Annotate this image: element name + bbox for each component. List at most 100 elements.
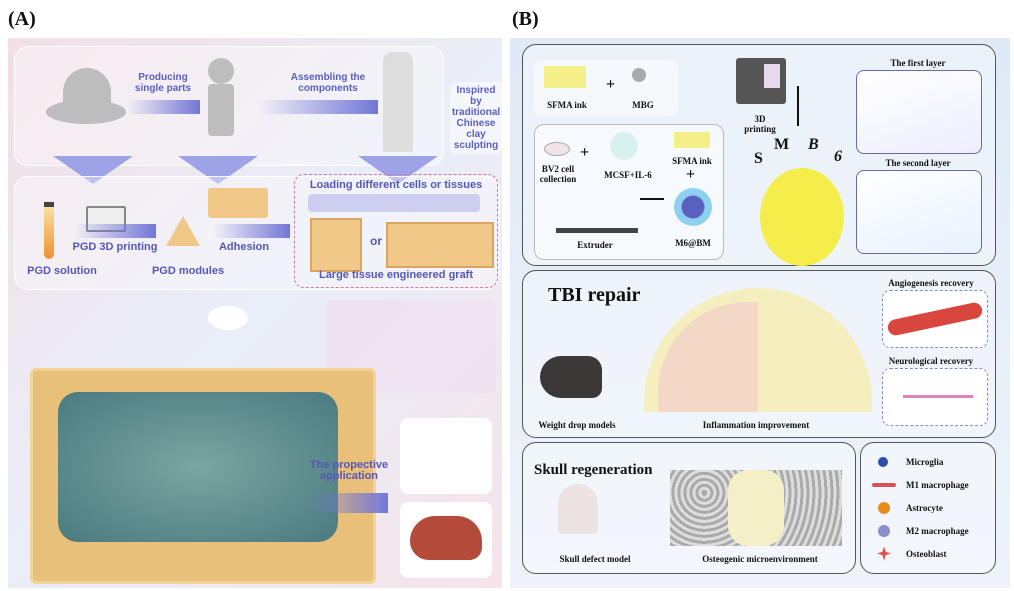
astrocyte-icon <box>878 501 890 514</box>
adhesion-text: Adhesion <box>218 241 270 253</box>
blood-vessel-icon <box>886 301 984 337</box>
producing-text: Producing single parts <box>134 72 192 94</box>
legend-item-osteoblast: Osteoblast <box>872 542 992 565</box>
rat-icon <box>208 306 248 330</box>
legend-label: Microglia <box>906 456 944 467</box>
legend-item-m2: M2 macrophage <box>872 519 992 542</box>
m6bm-text: M6@BM <box>675 238 711 248</box>
test-tube-icon <box>44 202 54 259</box>
defect-region <box>728 470 784 546</box>
panel-a: Producing single parts Assembling the co… <box>8 38 502 588</box>
mcsf-text: MCSF+IL-6 <box>604 170 652 180</box>
down-arrow-icon <box>178 156 258 184</box>
skull-defect-text: Skull defect model <box>559 554 631 564</box>
scaffold-disc <box>760 168 844 266</box>
first-layer-image <box>856 70 982 154</box>
arrow-icon <box>797 86 799 126</box>
letter-m: M <box>774 136 790 153</box>
skull-title: Skull regeneration <box>534 462 653 478</box>
3d-printer-icon <box>736 58 786 104</box>
legend-label: Osteoblast <box>906 548 947 559</box>
extruder-text: Extruder <box>577 240 613 250</box>
graft-text: Large tissue engineered graft <box>318 269 474 281</box>
plus-sign: + <box>686 166 696 183</box>
printing-text: 3D printing <box>744 114 776 134</box>
loading-text: Loading different cells or tissues <box>309 179 483 191</box>
osteogenic-illustration <box>670 470 842 546</box>
neurological-text: Neurological recovery <box>888 356 974 366</box>
adhesion-icon <box>208 188 268 218</box>
sfma-ink-text: SFMA ink <box>547 100 587 110</box>
doll-head <box>208 58 234 84</box>
m6bm-icon <box>674 188 712 226</box>
legend-item-m1: M1 macrophage <box>872 473 992 496</box>
down-arrow-icon <box>53 156 133 184</box>
pgd-modules-text: PGD modules <box>151 265 225 277</box>
legend-label: Astrocyte <box>906 502 943 513</box>
tbi-title: TBI repair <box>548 284 641 306</box>
inspired-text: Inspired by traditional Chinese clay scu… <box>450 82 502 154</box>
panel-b: SFMA ink + MBG BV2 cell collection + MCS… <box>510 38 1010 588</box>
hexagonal-graft-icon <box>310 218 362 272</box>
arrow-icon <box>74 224 156 238</box>
letter-b: B <box>808 136 819 153</box>
mcsf-icon <box>610 132 638 160</box>
arrow-icon <box>128 100 200 114</box>
legend-item-astrocyte: Astrocyte <box>872 496 992 519</box>
mbg-text: MBG <box>632 100 654 110</box>
m1-macrophage-icon <box>872 482 896 487</box>
sfma-ink-icon <box>674 132 710 148</box>
arrow-icon <box>258 100 378 114</box>
cells-tray <box>308 194 480 212</box>
letter-s: S <box>754 150 763 167</box>
arrow-icon <box>308 493 388 513</box>
down-arrow-icon <box>358 156 438 184</box>
second-layer-image <box>856 170 982 254</box>
jaw-application <box>400 418 492 494</box>
angiogenesis-image <box>882 290 988 348</box>
application-text: The propective application <box>309 459 389 482</box>
extruder-icon <box>556 228 638 233</box>
printer-screen <box>764 64 780 88</box>
rat-skull-icon <box>558 484 598 534</box>
osteogenic-text: Osteogenic microenvironment <box>702 554 818 564</box>
doll-body <box>208 84 234 136</box>
terracotta-warrior <box>383 52 413 152</box>
bv2-text: BV2 cell collection <box>539 164 577 184</box>
first-layer-text: The first layer <box>890 58 946 68</box>
pgd-solution-text: PGD solution <box>27 265 97 277</box>
letter-6: 6 <box>834 148 842 165</box>
neuron-icon <box>903 395 973 398</box>
plus-sign: + <box>580 144 590 161</box>
microglia-icon <box>878 456 888 467</box>
angiogenesis-text: Angiogenesis recovery <box>888 278 974 288</box>
arrow-icon <box>640 198 664 200</box>
arrow-icon <box>214 224 290 238</box>
second-layer-text: The second layer <box>885 158 951 168</box>
weight-drop-text: Weight drop models <box>538 420 616 430</box>
graft-box <box>294 174 498 288</box>
or-text: or <box>370 234 382 248</box>
panel-a-label: (A) <box>8 8 36 30</box>
legend: Microglia M1 macrophage Astrocyte M2 mac… <box>872 450 992 565</box>
sfma-ink-icon <box>544 66 586 88</box>
legend-item-microglia: Microglia <box>872 450 992 473</box>
petri-dish-icon <box>544 142 570 156</box>
liver-application <box>400 502 492 578</box>
sfma-ink-text-2: SFMA ink <box>672 156 712 166</box>
tissue-illustration <box>58 392 338 542</box>
m2-macrophage-icon <box>878 524 890 537</box>
pgd-printing-text: PGD 3D printing <box>72 241 158 253</box>
legend-label: M1 macrophage <box>906 479 969 490</box>
plus-sign: + <box>606 76 616 93</box>
inflammation-text: Inflammation improvement <box>702 420 810 430</box>
liver-icon <box>410 516 482 560</box>
panel-b-label: (B) <box>512 8 539 30</box>
neurological-image <box>882 368 988 426</box>
mbg-icon <box>632 68 646 82</box>
large-graft-icon <box>386 222 494 268</box>
osteoblast-icon <box>877 546 891 561</box>
mouse-icon <box>540 356 602 398</box>
clay-dome <box>63 68 111 108</box>
assembling-text: Assembling the components <box>290 72 366 94</box>
